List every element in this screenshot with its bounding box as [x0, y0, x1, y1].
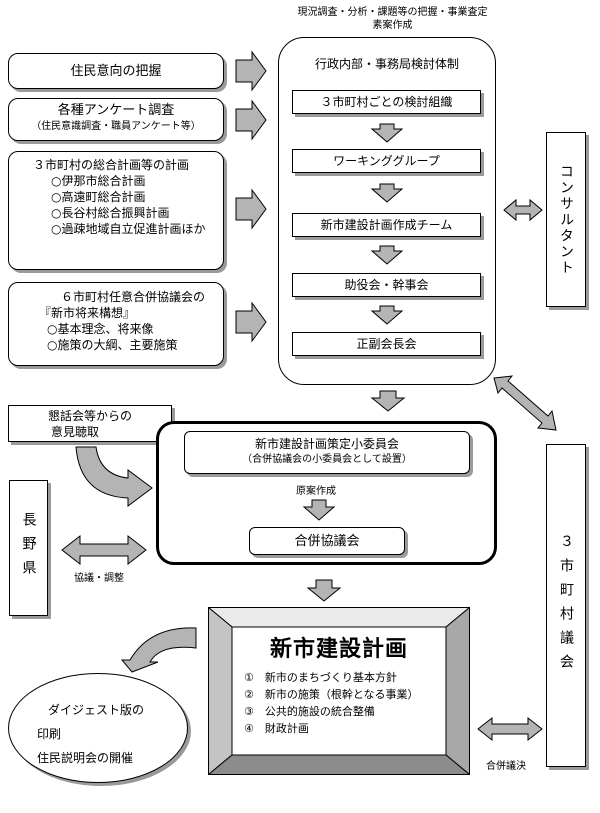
plans-item-4: ○過疎地域自立促進計画ほか [51, 222, 206, 236]
council-box: ６市町村任意合併協議会の 『新市将来構想』 ○基本理念、将来像 ○施策の大綱、主… [8, 282, 224, 366]
arrow-double-diagonal [493, 375, 557, 431]
step-box-4: 助役会・幹事会 [292, 273, 481, 297]
step-label-4: 助役会・幹事会 [344, 278, 429, 292]
caption-line-1: 現況調査・分析・課題等の把握・事業査定 [297, 7, 488, 18]
council-item-1: ○基本理念、将来像 [47, 322, 154, 336]
committee-box: 新市建設計画策定小委員会 （合併協議会の小委員会として設置） [184, 431, 470, 474]
arrow-double-nagano [61, 534, 147, 566]
step-label-2: ワーキンググループ [333, 154, 440, 168]
step-label-1: ３市町村ごとの検討組織 [320, 95, 453, 109]
nagano-box: 長野県 [9, 480, 48, 616]
step-box-5: 正副会長会 [292, 332, 481, 356]
plans-item-1: ○伊那市総合計画 [51, 174, 146, 188]
plan-title: 新市建設計画 [269, 637, 408, 662]
digest-ellipse: ダイジェスト版の 印刷 住民説明会の開催 [8, 673, 188, 783]
resident-intent-box: 住民意向の把握 [8, 53, 224, 89]
survey-sub: （住民意識調査・職員アンケート等） [31, 121, 201, 132]
step-box-1: ３市町村ごとの検討組織 [292, 90, 481, 114]
draft-label: 原案作成 [296, 486, 336, 497]
arrow-right-1 [235, 50, 267, 92]
plan-item-4: ④ 財政計画 [244, 722, 309, 735]
roundtable-line-1: 懇話会等からの [47, 409, 132, 423]
header-caption: 現況調査・分析・課題等の把握・事業査定 素案作成 [270, 6, 515, 32]
digest-line-1: ダイジェスト版の [48, 703, 145, 717]
merger-council-box: 合併協議会 [249, 527, 405, 555]
council-sub: 『新市将来構想』 [39, 306, 136, 320]
plan-item-1: ① 新市のまちづくり基本方針 [244, 671, 397, 684]
resident-intent-label: 住民意向の把握 [70, 63, 162, 79]
consultant-label: コンサルタント [558, 163, 574, 276]
arrow-down-panel [370, 390, 406, 412]
plans-box: ３市町村の総合計画等の計画 ○伊那市総合計画 ○高遠町総合計画 ○長谷村総合振興… [8, 151, 224, 270]
arrow-curve-digest [120, 627, 197, 673]
plan-bevel [208, 607, 470, 775]
step-box-2: ワーキンググループ [292, 149, 481, 173]
step-box-3: 新市建設計画作成チーム [292, 213, 481, 237]
assembly-label: ３市町村議会 [558, 533, 574, 678]
survey-title: 各種アンケート調査 [57, 103, 175, 118]
survey-box: 各種アンケート調査 （住民意識調査・職員アンケート等） [8, 98, 224, 141]
plan-frame: 新市建設計画 ① 新市のまちづくり基本方針 ② 新市の施策（根幹となる事業） ③… [208, 607, 470, 775]
arrow-right-2 [235, 99, 267, 141]
merger-vote-label: 合併議決 [486, 761, 526, 772]
consult-label: 協議・調整 [74, 573, 124, 584]
caption-line-2: 素案作成 [372, 20, 413, 31]
committee-title: 新市建設計画策定小委員会 [254, 437, 399, 451]
arrow-double-consultant [503, 198, 543, 222]
roundtable-line-2: 意見聴取 [50, 425, 99, 439]
arrow-curve-roundtable [75, 446, 153, 507]
nagano-label: 長野県 [20, 512, 37, 584]
plans-item-3: ○長谷村総合振興計画 [51, 206, 170, 220]
arrow-right-3 [235, 188, 267, 230]
step-label-5: 正副会長会 [356, 337, 417, 351]
assembly-box: ３市町村議会 [546, 444, 586, 767]
plan-content: 新市建設計画 ① 新市のまちづくり基本方針 ② 新市の施策（根幹となる事業） ③… [232, 627, 446, 755]
merger-council-label: 合併協議会 [294, 533, 360, 549]
arrow-down-plan [306, 579, 342, 602]
plan-item-2: ② 新市の施策（根幹となる事業） [244, 688, 419, 701]
digest-line-2: 印刷 [37, 727, 62, 741]
arrow-double-assembly [477, 716, 543, 742]
consultant-box: コンサルタント [546, 132, 586, 307]
digest-line-3: 住民説明会の開催 [37, 751, 134, 765]
council-title: ６市町村任意合併協議会の [61, 290, 206, 304]
roundtable-box: 懇話会等からの 意見聴取 [8, 405, 172, 442]
plan-item-3: ③ 公共的施設の統合整備 [244, 705, 375, 718]
plans-item-2: ○高遠町総合計画 [51, 190, 146, 204]
arrow-right-4 [235, 301, 267, 343]
committee-sub: （合併協議会の小委員会として設置） [242, 454, 412, 465]
plans-title: ３市町村の総合計画等の計画 [33, 158, 190, 172]
council-item-2: ○施策の大綱、主要施策 [47, 338, 178, 352]
admin-panel-title: 行政内部・事務局検討体制 [314, 57, 459, 71]
step-label-3: 新市建設計画作成チーム [320, 218, 453, 232]
